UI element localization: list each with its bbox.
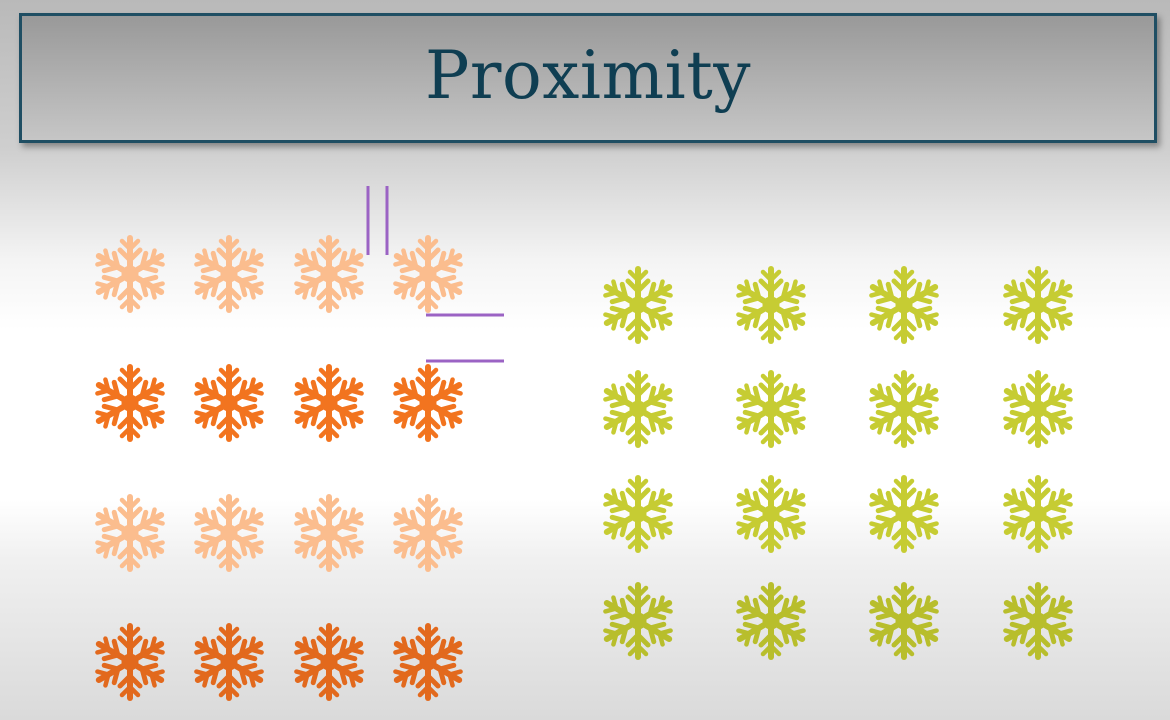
left-snowflake-icon-r2c3 [293,367,365,439]
right-snowflake-icon-r1c4 [1002,269,1074,341]
left-snowflake-icon-r4c2 [193,626,265,698]
left-snowflake-icon-r1c2 [193,238,265,310]
right-snowflake-icon-r3c4 [1002,478,1074,550]
right-snowflake-icon-r1c2 [735,269,807,341]
left-snowflake-grid [94,238,464,698]
right-snowflake-icon-r2c1 [602,373,674,445]
left-snowflake-icon-r1c4 [392,238,464,310]
left-snowflake-icon-r2c2 [193,367,265,439]
right-snowflake-icon-r4c3 [868,585,940,657]
right-snowflake-icon-r3c3 [868,478,940,550]
left-snowflake-icon-r4c4 [392,626,464,698]
left-snowflake-icon-r4c1 [94,626,166,698]
left-snowflake-icon-r3c1 [94,497,166,569]
left-snowflake-icon-r2c4 [392,367,464,439]
right-snowflake-icon-r3c2 [735,478,807,550]
right-snowflake-icon-r2c4 [1002,373,1074,445]
right-snowflake-icon-r1c1 [602,269,674,341]
spacing-annotations [366,186,504,363]
right-snowflake-icon-r1c3 [868,269,940,341]
slide-title-box: Proximity [19,13,1157,143]
slide-title: Proximity [424,36,752,114]
right-snowflake-icon-r3c1 [602,478,674,550]
right-snowflake-icon-r4c2 [735,585,807,657]
right-snowflake-icon-r4c1 [602,585,674,657]
right-snowflake-grid [602,269,1074,657]
left-snowflake-icon-r2c1 [94,367,166,439]
right-snowflake-icon-r4c4 [1002,585,1074,657]
right-snowflake-icon-r2c2 [735,373,807,445]
left-snowflake-icon-r3c4 [392,497,464,569]
left-snowflake-icon-r3c3 [293,497,365,569]
right-snowflake-icon-r2c3 [868,373,940,445]
left-snowflake-icon-r3c2 [193,497,265,569]
left-snowflake-icon-r4c3 [293,626,365,698]
left-snowflake-icon-r1c3 [293,238,365,310]
left-snowflake-icon-r1c1 [94,238,166,310]
